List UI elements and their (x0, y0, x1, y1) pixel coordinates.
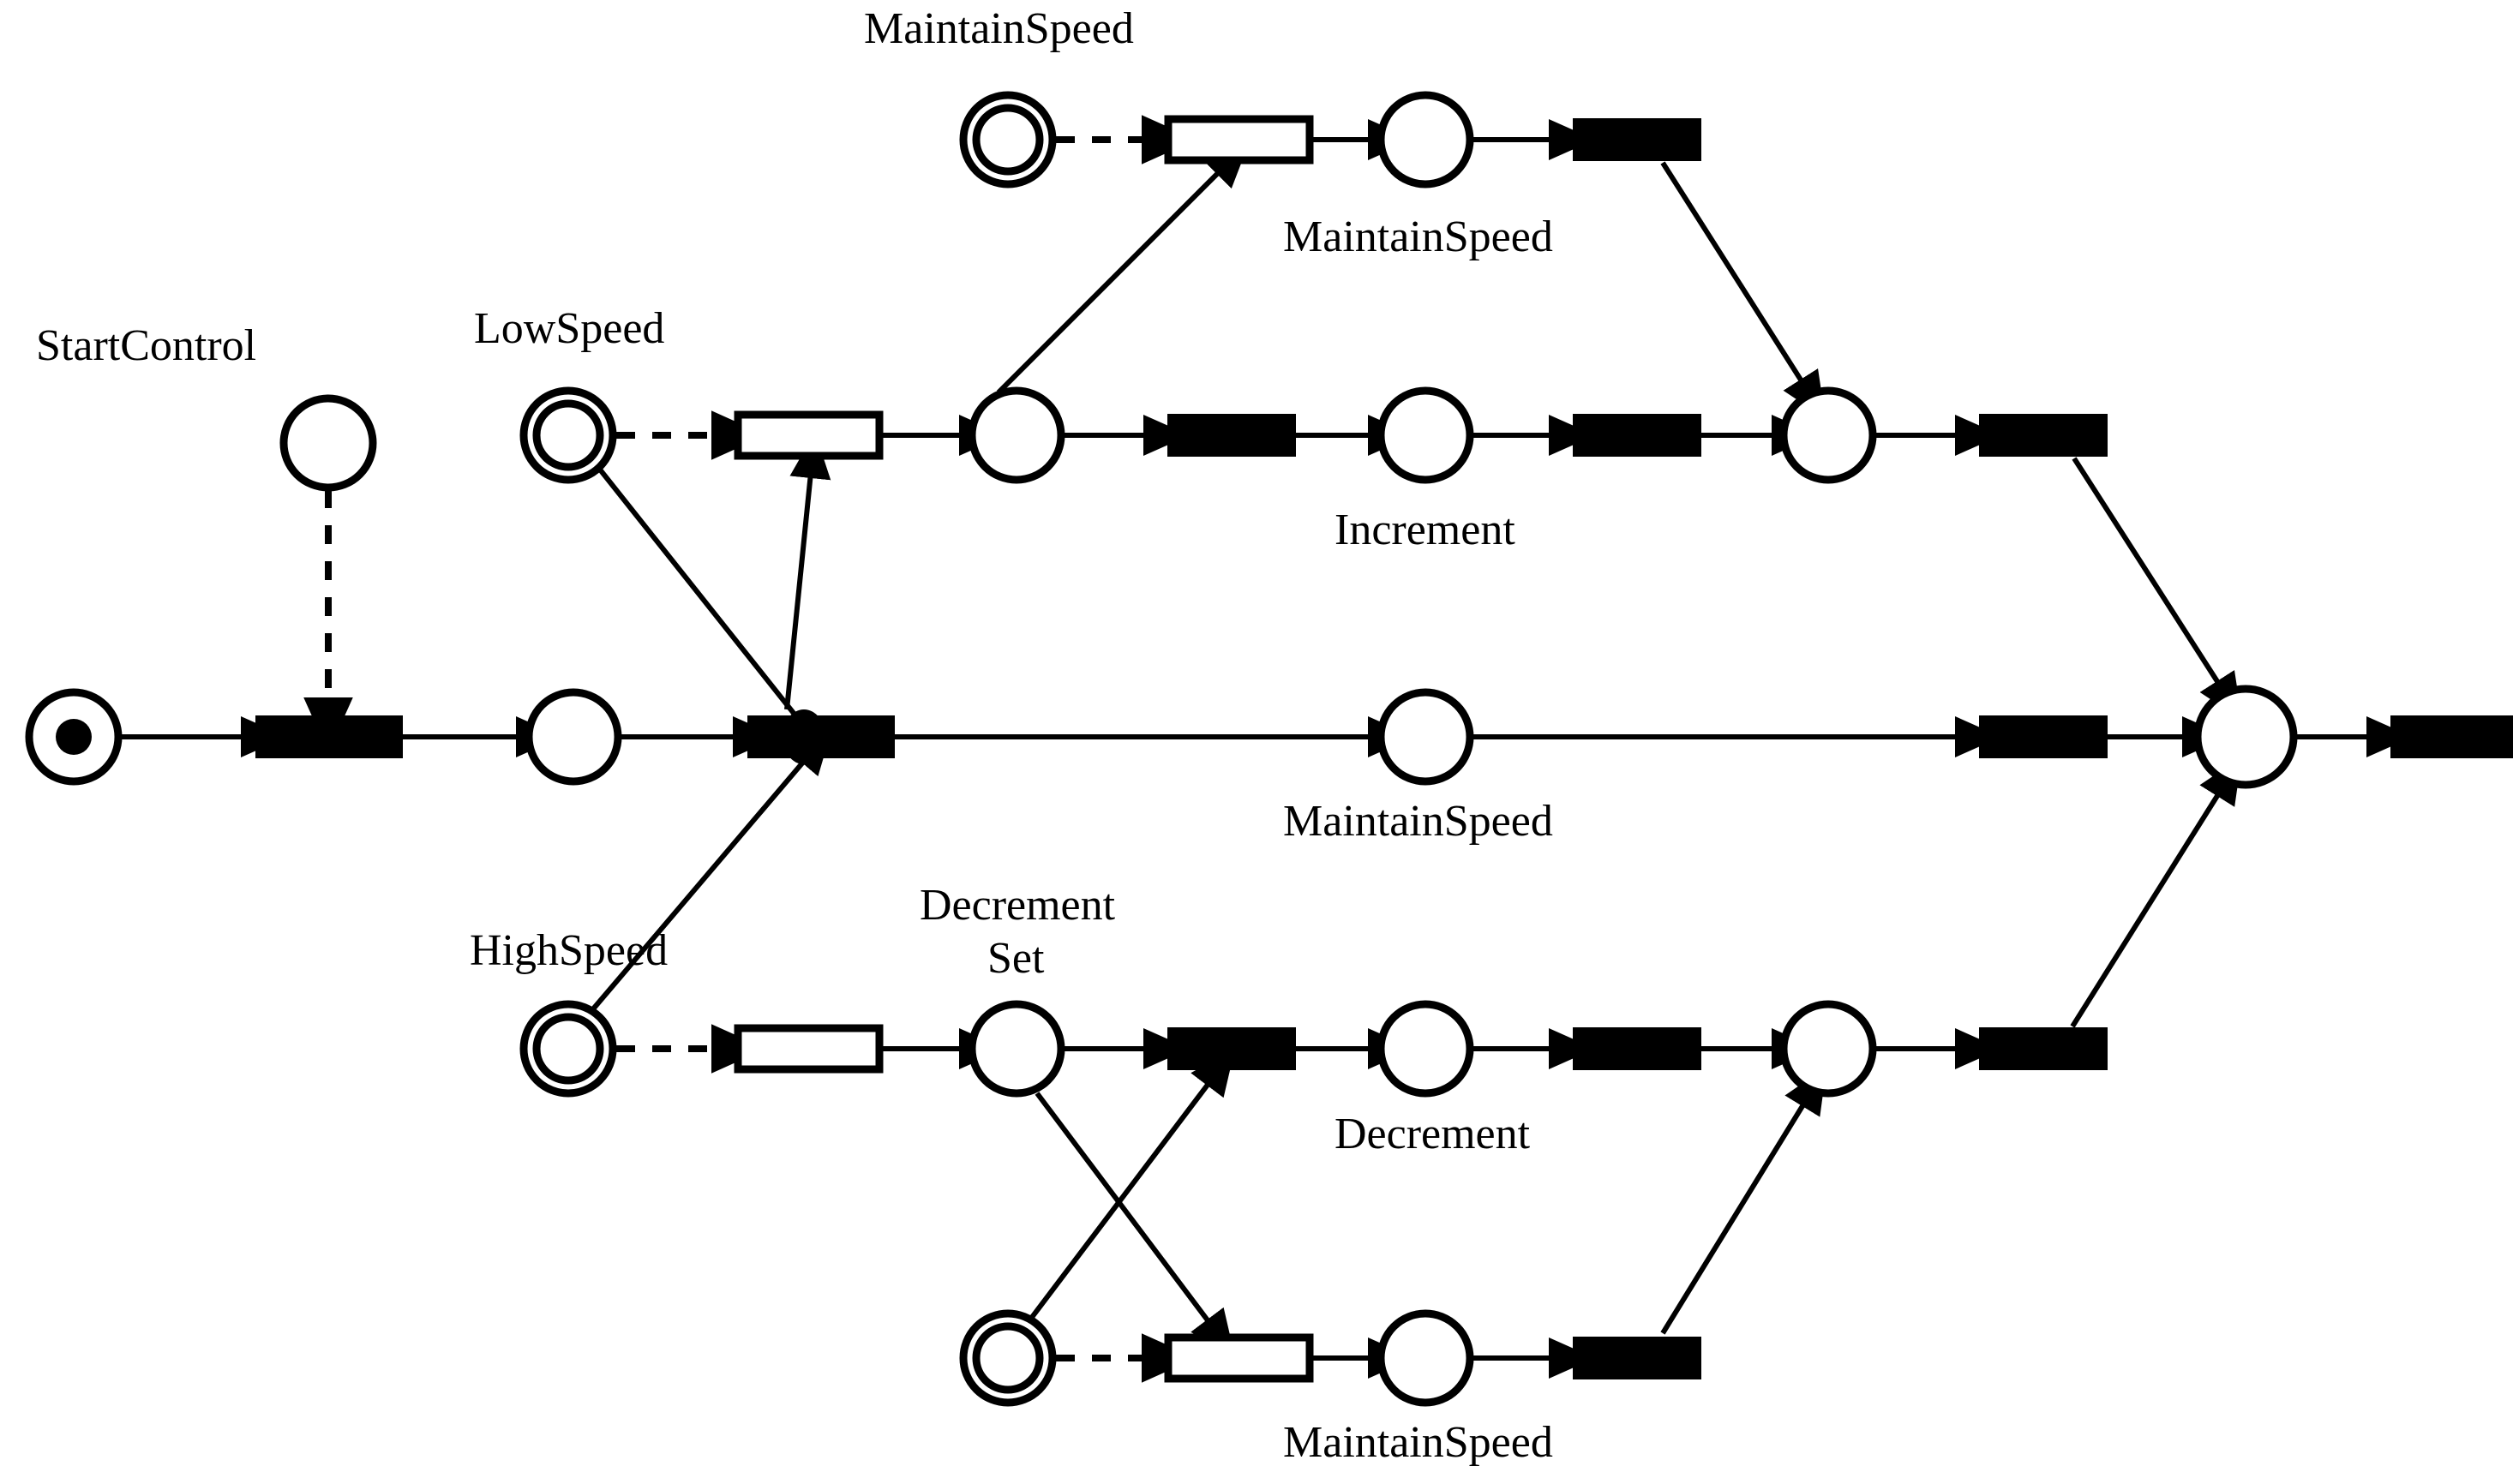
low-speed-inner-circle (532, 399, 604, 471)
final-merge-place[interactable] (2193, 685, 2298, 789)
decrement-out-transition[interactable] (1573, 1027, 1701, 1070)
initial-marked-place[interactable] (25, 688, 123, 786)
decrement-set-place[interactable] (968, 1000, 1065, 1098)
transitions-layer (255, 115, 2513, 1383)
arc-low-speed-to-split-cross (597, 468, 805, 726)
high-speed-signal-place[interactable] (519, 1000, 617, 1098)
label-maintain-speed-top-place: MaintainSpeed (1283, 212, 1553, 261)
start-transition[interactable] (255, 715, 403, 758)
label-low-speed: LowSpeed (474, 304, 664, 353)
final-transition[interactable] (2390, 715, 2513, 758)
increment-out-transition[interactable] (1573, 414, 1701, 457)
maintain-speed-top-place[interactable] (1376, 91, 1474, 188)
maintain-speed-bottom-place[interactable] (1376, 1309, 1474, 1407)
arc-branch-to-maintain-top-trans (996, 141, 1250, 395)
label-high-speed: HighSpeed (470, 926, 668, 975)
label-decrement-set-line2: Set (987, 934, 1045, 983)
maintain-speed-top-out-transition[interactable] (1573, 118, 1701, 161)
high-speed-inner-circle (532, 1013, 604, 1085)
arc-maintain-bottom-signal-to-decrement-in (1028, 1048, 1235, 1321)
maintain-top-signal-inner-circle (972, 104, 1044, 176)
arc-decrement-join-out-to-final (2070, 757, 2242, 1028)
arc-decrement-set-to-maintain-bottom-trans (1035, 1092, 1235, 1357)
maintain-speed-middle-place[interactable] (1376, 688, 1474, 786)
arc-maintain-top-out-to-join (1660, 161, 1826, 419)
places-layer (25, 91, 2298, 1407)
after-start-place[interactable] (525, 688, 622, 786)
start-control-place[interactable] (279, 394, 377, 492)
decrement-join-out-transition[interactable] (1979, 1027, 2108, 1070)
split-transition[interactable] (747, 709, 895, 764)
increment-place[interactable] (1376, 386, 1474, 484)
decrement-in-transition[interactable] (1167, 1027, 1296, 1070)
maintain-speed-top-transition[interactable] (1164, 115, 1314, 165)
increment-join-place[interactable] (1779, 386, 1877, 484)
token-dot (56, 719, 92, 755)
arc-increment-join-out-to-final (2072, 457, 2242, 721)
label-maintain-speed-top-signal: MaintainSpeed (864, 4, 1134, 53)
increment-join-out-transition[interactable] (1979, 414, 2108, 457)
label-increment: Increment (1334, 506, 1515, 554)
maintain-speed-top-signal-place[interactable] (959, 91, 1057, 188)
arc-split-to-low-speed-trans (784, 432, 831, 710)
label-start-control: StartControl (36, 321, 256, 370)
maintain-speed-bottom-out-transition[interactable] (1573, 1337, 1701, 1379)
increment-in-transition[interactable] (1167, 414, 1296, 457)
maintain-speed-bottom-signal-place[interactable] (959, 1309, 1057, 1407)
low-speed-branch-place[interactable] (968, 386, 1065, 484)
labels-layer: StartControl LowSpeed HighSpeed Maintain… (36, 4, 1553, 1467)
maintain-bottom-signal-inner-circle (972, 1322, 1044, 1394)
arc-high-speed-to-split-cross (589, 727, 833, 1013)
low-speed-transition[interactable] (734, 410, 884, 460)
label-decrement-set-line1: Decrement (920, 881, 1116, 930)
label-maintain-speed-middle: MaintainSpeed (1283, 797, 1553, 846)
arcs-layer (120, 115, 2413, 1383)
maintain-speed-bottom-transition[interactable] (1164, 1333, 1314, 1383)
low-speed-signal-place[interactable] (519, 386, 617, 484)
arc-maintain-bottom-out-to-decrement-join (1660, 1067, 1827, 1335)
split-junction-dot (783, 709, 825, 764)
decrement-place[interactable] (1376, 1000, 1474, 1098)
maintain-speed-middle-out-transition[interactable] (1979, 715, 2108, 758)
high-speed-transition[interactable] (734, 1024, 884, 1074)
label-maintain-speed-bottom: MaintainSpeed (1283, 1418, 1553, 1467)
label-decrement: Decrement (1334, 1110, 1531, 1158)
decrement-join-place[interactable] (1779, 1000, 1877, 1098)
